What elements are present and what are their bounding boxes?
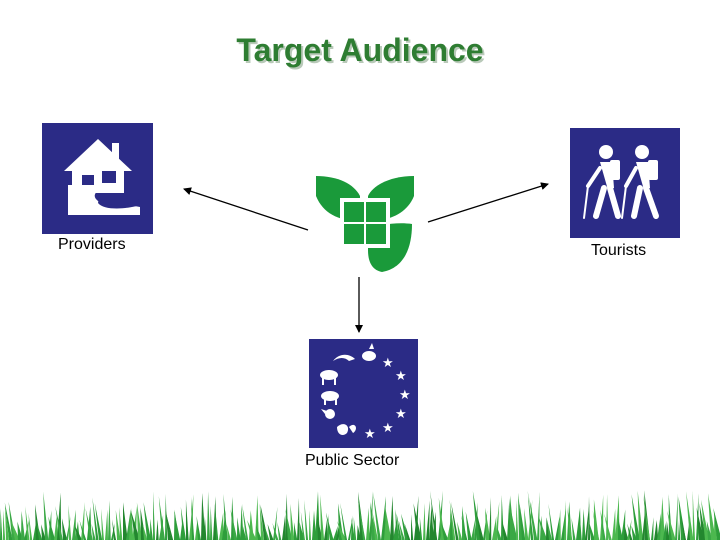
providers-label: Providers [58, 236, 126, 253]
eu-animals-icon: ★ ★ ★ ★ ★ ★ [309, 339, 418, 448]
svg-text:★: ★ [382, 421, 394, 436]
public-sector-panel: ★ ★ ★ ★ ★ ★ [309, 339, 418, 448]
hikers-icon [570, 128, 680, 238]
svg-text:★: ★ [395, 407, 407, 422]
page-title: Target Audience [236, 32, 484, 68]
tourists-label: Tourists [591, 242, 647, 259]
svg-text:★: ★ [364, 427, 376, 442]
arrow-to-tourists [427, 182, 549, 223]
providers-panel [42, 123, 153, 234]
leaf-window-logo-icon [316, 176, 414, 272]
public-sector-label: Public Sector [305, 452, 400, 469]
tourists-panel [570, 128, 680, 238]
svg-text:★: ★ [399, 388, 411, 403]
arrow-to-providers [183, 187, 309, 231]
grass-border [0, 490, 720, 540]
svg-text:★: ★ [382, 356, 394, 371]
house-icon [42, 123, 153, 234]
svg-text:★: ★ [395, 369, 407, 384]
